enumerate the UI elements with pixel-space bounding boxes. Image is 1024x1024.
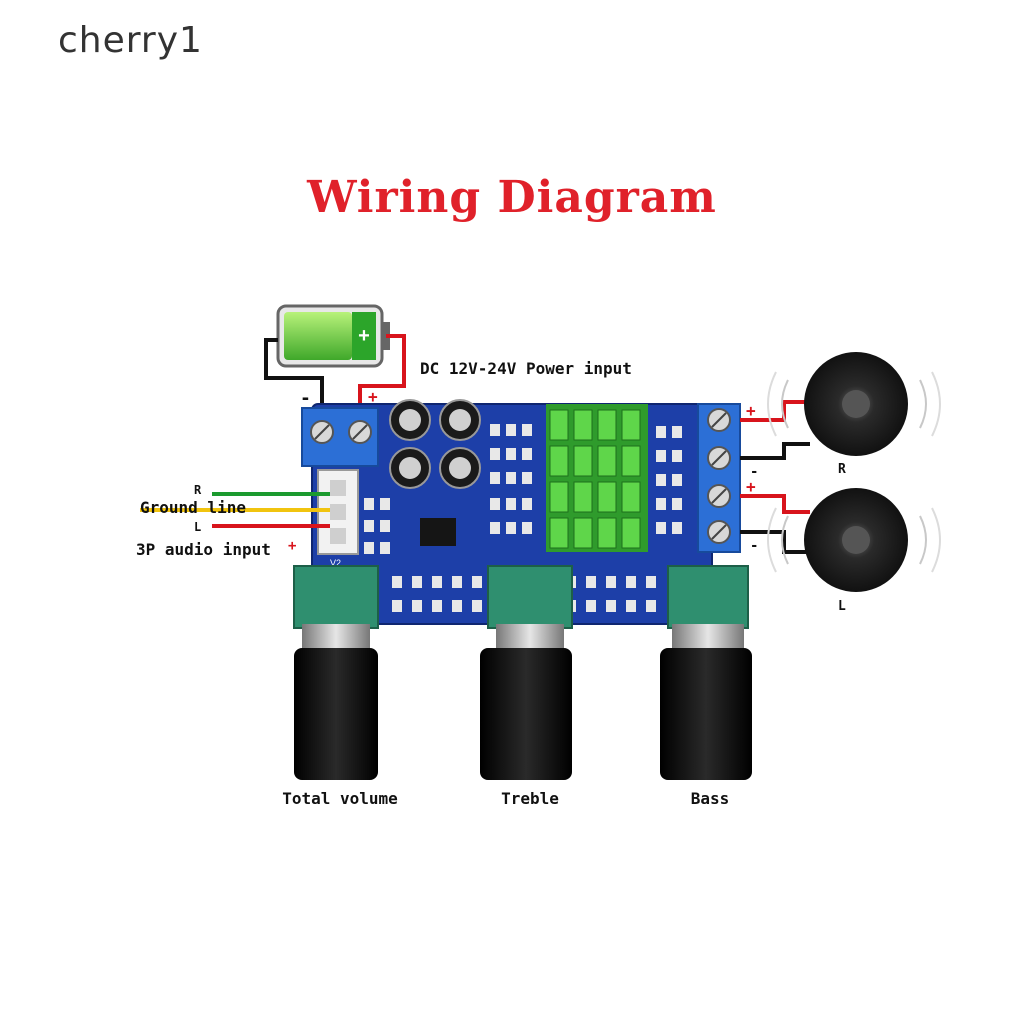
knob-treble bbox=[480, 565, 573, 780]
audio-input-r-label: R bbox=[194, 483, 202, 497]
speaker-l-plus-label: + bbox=[746, 477, 756, 496]
battery-plus-label: + bbox=[368, 387, 378, 406]
battery-icon: + bbox=[276, 304, 390, 368]
ic-chip bbox=[420, 518, 456, 546]
svg-text:+: + bbox=[358, 325, 370, 347]
heatsink bbox=[546, 404, 648, 552]
ground-line-label: Ground line bbox=[140, 498, 246, 517]
speaker-r-minus-label: - bbox=[750, 464, 758, 480]
capacitors bbox=[389, 399, 481, 489]
speaker-l-label: L bbox=[838, 599, 846, 614]
knob-treble-label: Treble bbox=[501, 789, 559, 808]
audio-input-label: 3P audio input bbox=[136, 540, 271, 559]
speaker-l-minus-label: - bbox=[750, 538, 758, 554]
knob-total-volume bbox=[293, 565, 379, 780]
speaker-r-plus-label: + bbox=[746, 401, 756, 420]
speaker-l-positive-wire bbox=[740, 494, 810, 514]
speaker-l-negative-wire bbox=[740, 530, 810, 554]
diagram-title: Wiring Diagram bbox=[307, 172, 717, 223]
speaker-r-icon bbox=[767, 352, 941, 456]
battery-positive-wire bbox=[358, 334, 406, 420]
speaker-r-label: R bbox=[838, 462, 846, 477]
knob-bass-label: Bass bbox=[691, 789, 730, 808]
audio-input-l-label: L bbox=[194, 520, 201, 534]
audio-input-plus-label: + bbox=[288, 538, 296, 554]
speaker-l-icon bbox=[767, 488, 941, 592]
battery-negative-wire bbox=[264, 338, 324, 420]
board-v2-label: V2 bbox=[330, 558, 341, 568]
power-input-label: DC 12V-24V Power input bbox=[420, 359, 632, 378]
speaker-terminal-block bbox=[697, 403, 741, 553]
power-terminal-block bbox=[301, 407, 379, 467]
battery-minus-label: - bbox=[300, 388, 311, 409]
watermark: cherry1 bbox=[58, 20, 203, 61]
speaker-r-positive-wire bbox=[740, 400, 810, 422]
speaker-r-negative-wire bbox=[740, 442, 810, 460]
knob-total-volume-label: Total volume bbox=[282, 789, 398, 808]
knob-bass bbox=[660, 565, 752, 780]
